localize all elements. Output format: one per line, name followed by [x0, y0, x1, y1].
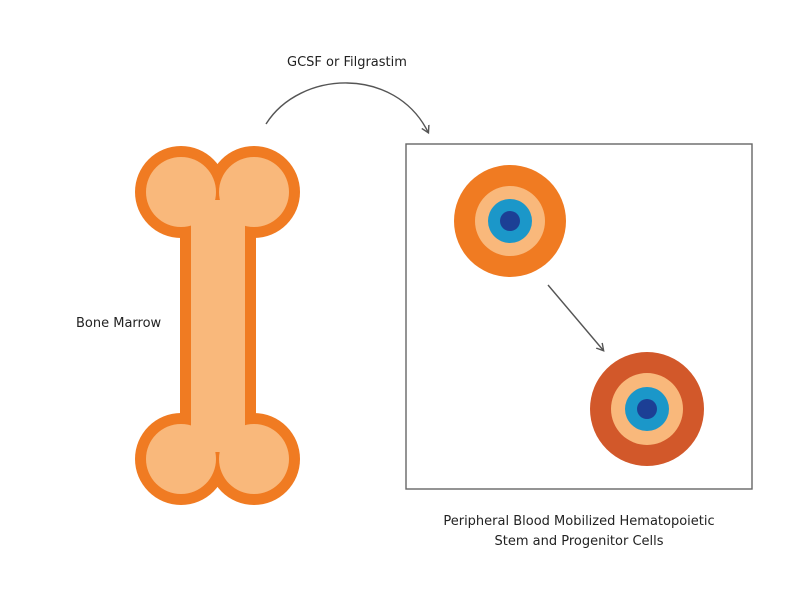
- source-label: Bone Marrow: [76, 316, 162, 331]
- stimulus-label: GCSF or Filgrastim: [287, 55, 407, 70]
- bone-icon: [135, 146, 300, 505]
- cell-icon: [454, 165, 566, 277]
- cell-icon: [590, 352, 704, 466]
- caption-line-2: Stem and Progenitor Cells: [494, 534, 664, 549]
- differentiation-arrow: [547, 284, 603, 350]
- caption-line-1: Peripheral Blood Mobilized Hematopoietic: [443, 514, 715, 529]
- mobilized-cells-frame: [405, 143, 753, 490]
- caption: Peripheral Blood Mobilized Hematopoietic…: [405, 512, 753, 552]
- mobilization-arrow: [265, 82, 428, 132]
